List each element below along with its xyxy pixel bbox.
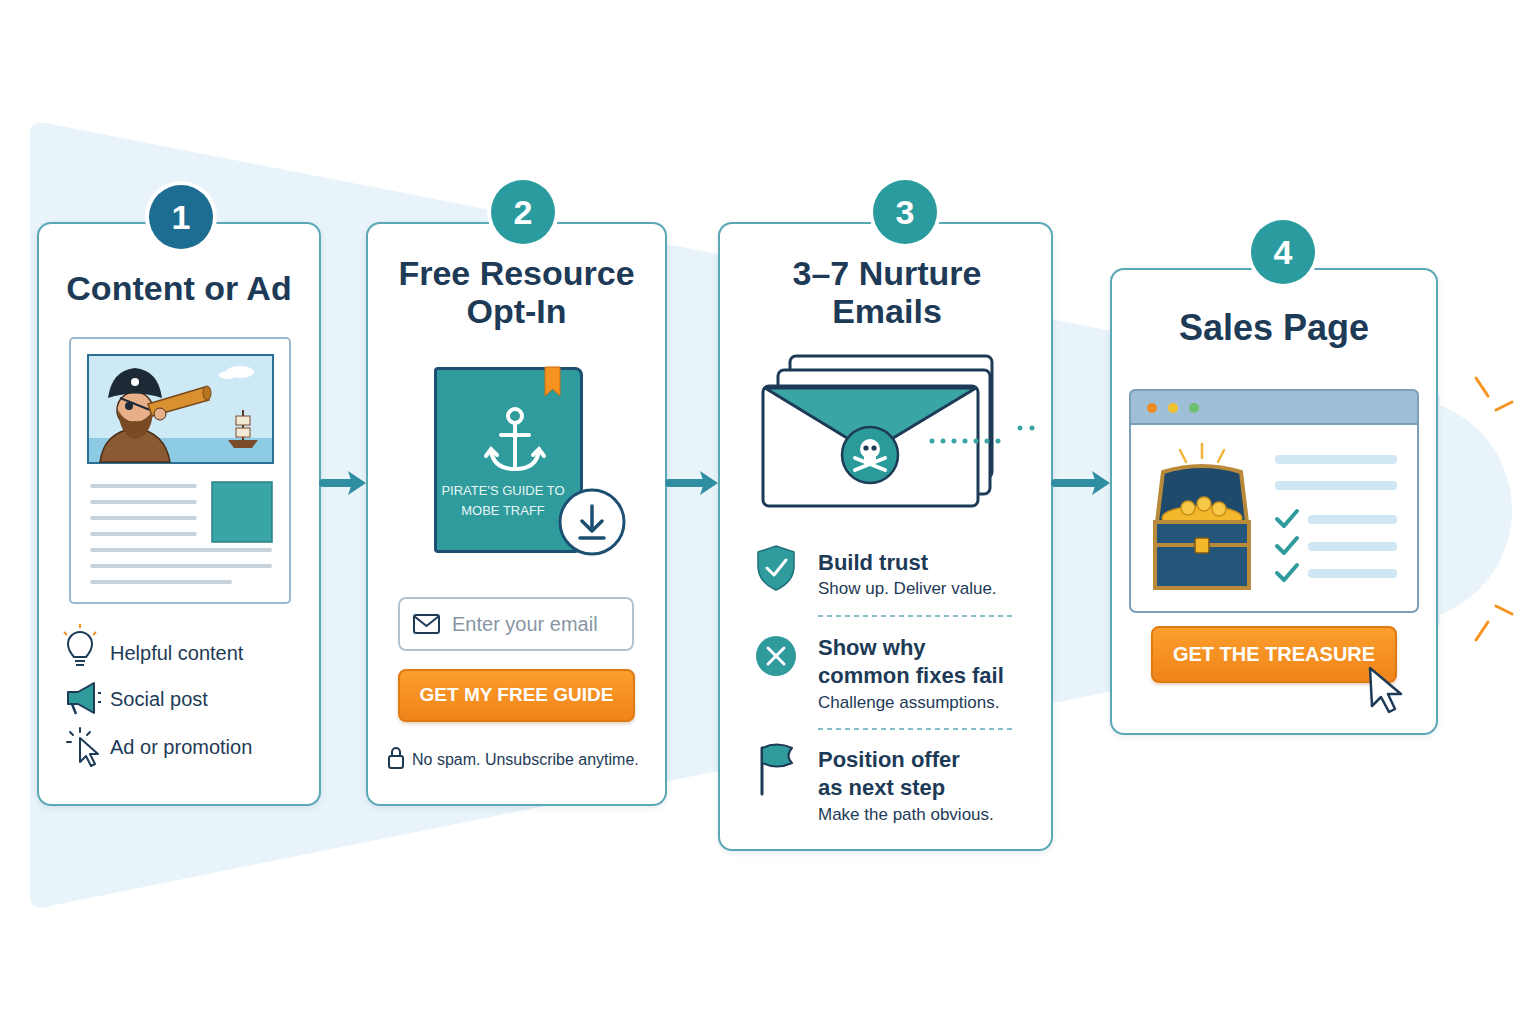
step-card: Content or Ad Helpful contentSocial postA…	[37, 222, 321, 806]
step-number-text: 1	[149, 195, 213, 239]
point-heading: Position offer as next step	[818, 746, 983, 802]
step-number-text: 4	[1251, 230, 1315, 274]
funnel-band	[30, 123, 1440, 908]
channel-item: Social post	[110, 686, 310, 712]
cta-button: GET THE TREASURE	[1151, 626, 1397, 683]
step-number: 2	[491, 180, 555, 244]
arrow-head	[348, 471, 366, 495]
button-label: GET MY FREE GUIDE	[398, 682, 635, 708]
article-mockup	[70, 338, 290, 603]
step-heading: Free Resource Opt-In	[393, 254, 640, 330]
lightbulb-icon	[64, 624, 96, 665]
flow-arrow	[1055, 471, 1110, 495]
treasure-chest	[1155, 444, 1249, 588]
channel-item: Ad or promotion	[110, 734, 310, 760]
flag-icon	[762, 745, 792, 795]
step-heading: Content or Ad	[37, 268, 321, 308]
channel-item: Helpful content	[110, 640, 310, 666]
ebook-cover: PIRATE'S GUIDE TO MOBE TRAFF	[434, 367, 583, 553]
point-detail: Make the path obvious.	[818, 804, 1038, 826]
dashed-separator	[818, 616, 1015, 729]
step-number-text: 3	[873, 190, 937, 234]
cross-icon	[756, 636, 796, 676]
step-number-text: 2	[491, 190, 555, 234]
mouse-cursor	[1370, 668, 1401, 712]
button-label: GET THE TREASURE	[1151, 641, 1397, 667]
flow-arrow	[323, 471, 366, 495]
arrow-head	[1092, 471, 1110, 495]
email-stack	[763, 356, 1040, 506]
step-card: 3–7 Nurture EmailsBuild trustShow up. De…	[718, 222, 1053, 851]
arrow-shaft	[323, 479, 352, 487]
download-badge	[560, 490, 624, 554]
arrow-shaft	[669, 479, 704, 487]
anchor-symbol	[486, 409, 544, 469]
click-icon	[67, 728, 98, 766]
step-number: 4	[1251, 220, 1315, 284]
cta-button: GET MY FREE GUIDE	[398, 669, 635, 722]
shield-icon	[758, 546, 794, 590]
burst-lines	[1476, 378, 1512, 640]
arrow-head	[700, 471, 718, 495]
envelope-icon	[414, 615, 439, 633]
lock-icon	[389, 748, 403, 768]
browser-window	[1130, 390, 1418, 612]
bookmark-ribbon	[545, 367, 560, 396]
privacy-note: No spam. Unsubscribe anytime.	[412, 749, 664, 771]
step-card: Sales Page4GET THE TREASURE	[1110, 268, 1438, 735]
arrow-shaft	[1055, 479, 1096, 487]
flow-arrow	[669, 471, 718, 495]
point-heading: Build trust	[818, 549, 1028, 577]
point-heading: Show why common fixes fail	[818, 634, 1013, 690]
point-detail: Show up. Deliver value.	[818, 578, 1038, 600]
megaphone-icon	[68, 683, 101, 714]
book-title: PIRATE'S GUIDE TO MOBE TRAFF	[438, 481, 568, 521]
step-heading: 3–7 Nurture Emails	[767, 254, 1007, 330]
step-heading: Sales Page	[1110, 306, 1438, 350]
point-detail: Challenge assumptions.	[818, 692, 1038, 714]
email-input: Enter your email	[398, 597, 634, 651]
input-placeholder: Enter your email	[452, 611, 627, 637]
step-card: Free Resource Opt-In No spam. Unsubscribe…	[366, 222, 667, 806]
step-number: 3	[873, 180, 937, 244]
step-number: 1	[149, 185, 213, 249]
